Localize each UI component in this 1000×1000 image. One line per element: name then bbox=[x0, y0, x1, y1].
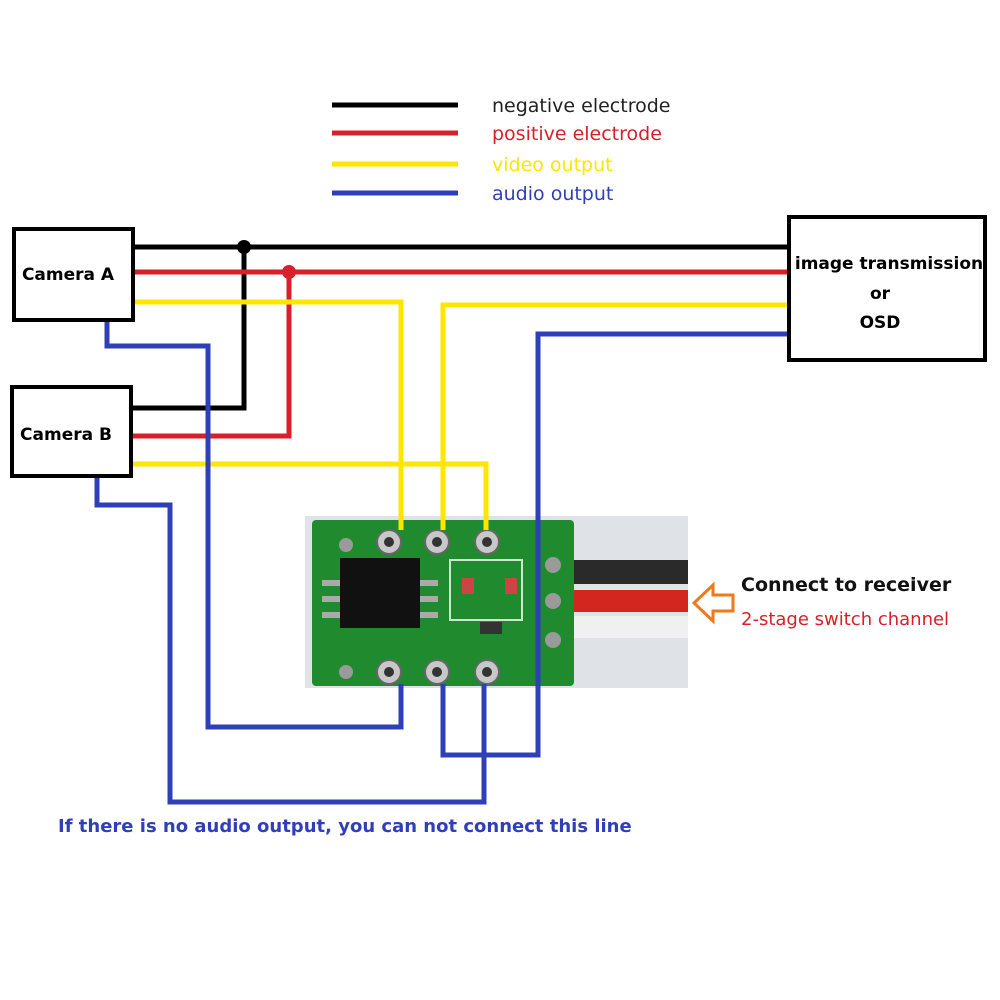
smd-led bbox=[505, 578, 517, 594]
wire-audio-receiver bbox=[440, 331, 792, 758]
legend: negative electrode positive electrode vi… bbox=[332, 95, 670, 205]
ic-pin bbox=[420, 612, 438, 618]
receiver-wire-black bbox=[572, 560, 688, 584]
pad-side-2 bbox=[545, 593, 561, 609]
camera-a-box: Camera A bbox=[12, 227, 135, 322]
connect-annotation: Connect to receiver 2-stage switch chann… bbox=[691, 574, 952, 630]
legend-label-video: video output bbox=[492, 154, 613, 176]
receiver-wire-red bbox=[572, 590, 688, 612]
camera-b-label: Camera B bbox=[20, 425, 112, 445]
ic-pin bbox=[322, 596, 340, 602]
junction-positive bbox=[282, 265, 296, 279]
legend-label-negative: negative electrode bbox=[492, 95, 670, 117]
wire-audio-camera-b bbox=[94, 476, 487, 805]
audio-note: If there is no audio output, you can not… bbox=[58, 816, 632, 837]
junction-negative bbox=[237, 240, 251, 254]
pad-side-1 bbox=[545, 557, 561, 573]
pad-side-3 bbox=[545, 632, 561, 648]
smd-part bbox=[480, 622, 502, 634]
receiver-label-line1: image transmission bbox=[795, 254, 983, 274]
wire-video-camera-b bbox=[116, 461, 489, 530]
legend-label-positive: positive electrode bbox=[492, 123, 662, 145]
pad-corner bbox=[339, 538, 353, 552]
wire-positive-camera-b bbox=[116, 272, 292, 439]
receiver-label-line3: OSD bbox=[860, 313, 901, 333]
ic-pin bbox=[420, 596, 438, 602]
ic-chip bbox=[340, 558, 420, 628]
legend-label-audio: audio output bbox=[492, 183, 613, 205]
smd-led bbox=[462, 578, 474, 594]
camera-a-label: Camera A bbox=[22, 265, 115, 285]
connect-subtitle: 2-stage switch channel bbox=[741, 609, 949, 630]
ic-pin bbox=[420, 580, 438, 586]
ic-pin bbox=[322, 580, 340, 586]
camera-b-box: Camera B bbox=[10, 385, 133, 478]
receiver-box: image transmission or OSD bbox=[787, 215, 987, 362]
wire-audio-camera-a bbox=[104, 322, 404, 730]
pcb-silkscreen bbox=[449, 559, 523, 621]
wires bbox=[94, 244, 792, 805]
wire-video-camera-a bbox=[120, 299, 404, 530]
receiver-wire-white bbox=[572, 616, 688, 638]
arrow-left-icon bbox=[691, 581, 735, 625]
receiver-label-line2: or bbox=[870, 284, 891, 304]
switch-module-board bbox=[305, 516, 688, 688]
pad-corner bbox=[339, 665, 353, 679]
connect-title: Connect to receiver bbox=[741, 574, 952, 596]
ic-pin bbox=[322, 612, 340, 618]
wire-video-receiver bbox=[440, 302, 792, 530]
